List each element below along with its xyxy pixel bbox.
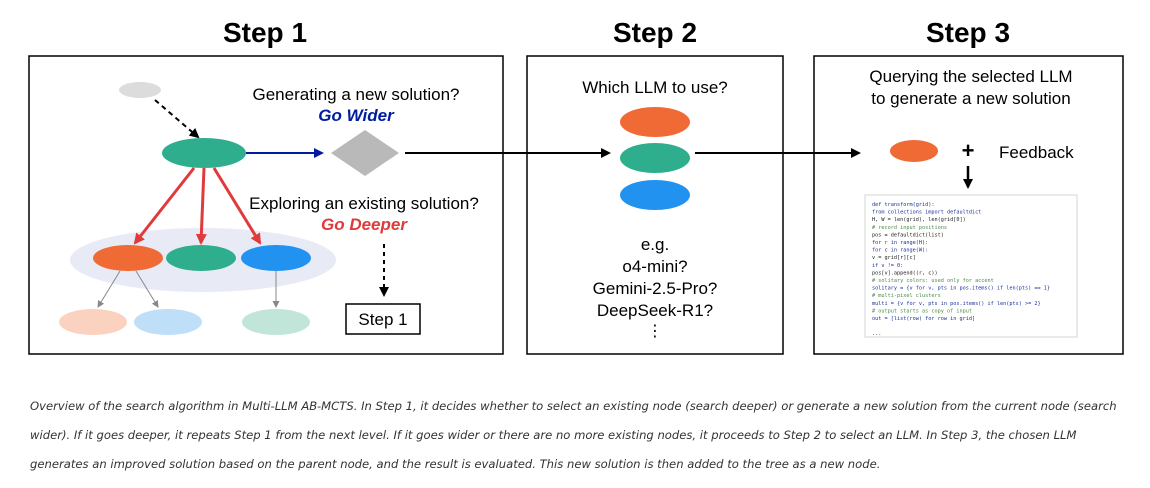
llm-example-eg: e.g. — [641, 235, 669, 254]
search-algorithm-diagram: Step 1 Step 2 Step 3 Generating a new so… — [28, 17, 1124, 355]
repeat-step1-label: Step 1 — [358, 310, 407, 329]
code-line: # solitary colors: used only for accent — [872, 278, 994, 284]
query-heading-line1: Querying the selected LLM — [869, 67, 1072, 86]
feedback-label: Feedback — [999, 143, 1074, 162]
code-line: # output starts as copy of input — [872, 308, 972, 314]
llm-example-o4-mini: o4-mini? — [622, 257, 687, 276]
selected-llm-node — [890, 140, 938, 162]
figure-caption: Overview of the search algorithm in Mult… — [30, 392, 1130, 479]
llm-option-green — [620, 143, 690, 173]
new-solution-diamond — [331, 130, 399, 176]
code-line: from collections import defaultdict — [872, 210, 981, 216]
code-line: pos[v].append((r, c)) — [872, 270, 938, 276]
child-node-orange — [93, 245, 163, 271]
code-line: # multi-pixel clusters — [872, 293, 941, 299]
caption-text: Overview of the search algorithm in Mult… — [30, 399, 1117, 471]
grandchild-edge-2 — [135, 270, 159, 308]
code-line: # record input positions — [872, 225, 947, 231]
go-deeper-arrow-orange — [133, 167, 196, 245]
deeper-question: Exploring an existing solution? — [249, 194, 479, 213]
parent-node-gray — [119, 82, 161, 98]
code-line: out = [list(row) for row in grid] — [872, 316, 975, 322]
code-line: v = grid[r][c] — [872, 255, 916, 261]
child-node-green — [166, 245, 236, 271]
code-line: for c in range(W): — [872, 248, 928, 254]
generated-code-panel — [864, 194, 1078, 338]
wider-question: Generating a new solution? — [253, 85, 460, 104]
parent-to-current-dashed-arrow — [154, 99, 200, 139]
llm-option-blue — [620, 180, 690, 210]
code-line: ... — [872, 331, 881, 337]
repeat-step1-box — [345, 303, 421, 335]
llm-example-ellipsis: ⋮ — [647, 321, 663, 340]
code-line: H, W = len(grid), len(grid[0]) — [872, 217, 966, 223]
code-line: pos = defaultdict(list) — [872, 232, 944, 238]
query-heading-line2: to generate a new solution — [871, 89, 1070, 108]
current-node — [162, 138, 246, 168]
llm-option-orange — [620, 107, 690, 137]
grandchild-node-peach — [59, 309, 127, 335]
code-line: if v != 0: — [872, 263, 903, 269]
which-llm-question: Which LLM to use? — [582, 78, 728, 97]
plus-sign: + — [962, 138, 975, 163]
llm-example-gemini: Gemini-2.5-Pro? — [593, 279, 718, 298]
step1-title: Step 1 — [223, 17, 307, 48]
llm-example-deepseek: DeepSeek-R1? — [597, 301, 713, 320]
code-line: for r in range(H): — [872, 240, 928, 246]
generated-code-lines: def transform(grid): from collections im… — [872, 202, 1050, 337]
code-line: solitary = {v for v, pts in pos.items() … — [872, 286, 1050, 292]
grandchild-node-mint — [242, 309, 310, 335]
wider-answer: Go Wider — [318, 106, 395, 125]
deeper-answer: Go Deeper — [321, 215, 408, 234]
step2-title: Step 2 — [613, 17, 697, 48]
step1-panel — [28, 55, 504, 355]
go-deeper-arrow-blue — [212, 167, 262, 245]
step3-title: Step 3 — [926, 17, 1010, 48]
go-deeper-arrow-green — [195, 167, 207, 245]
code-line: multi = {v for v, pts in pos.items() if … — [872, 301, 1041, 307]
code-line: def transform(grid): — [872, 202, 934, 208]
grandchild-edge-1 — [97, 270, 121, 308]
child-node-blue — [241, 245, 311, 271]
grandchild-node-lightblue — [134, 309, 202, 335]
